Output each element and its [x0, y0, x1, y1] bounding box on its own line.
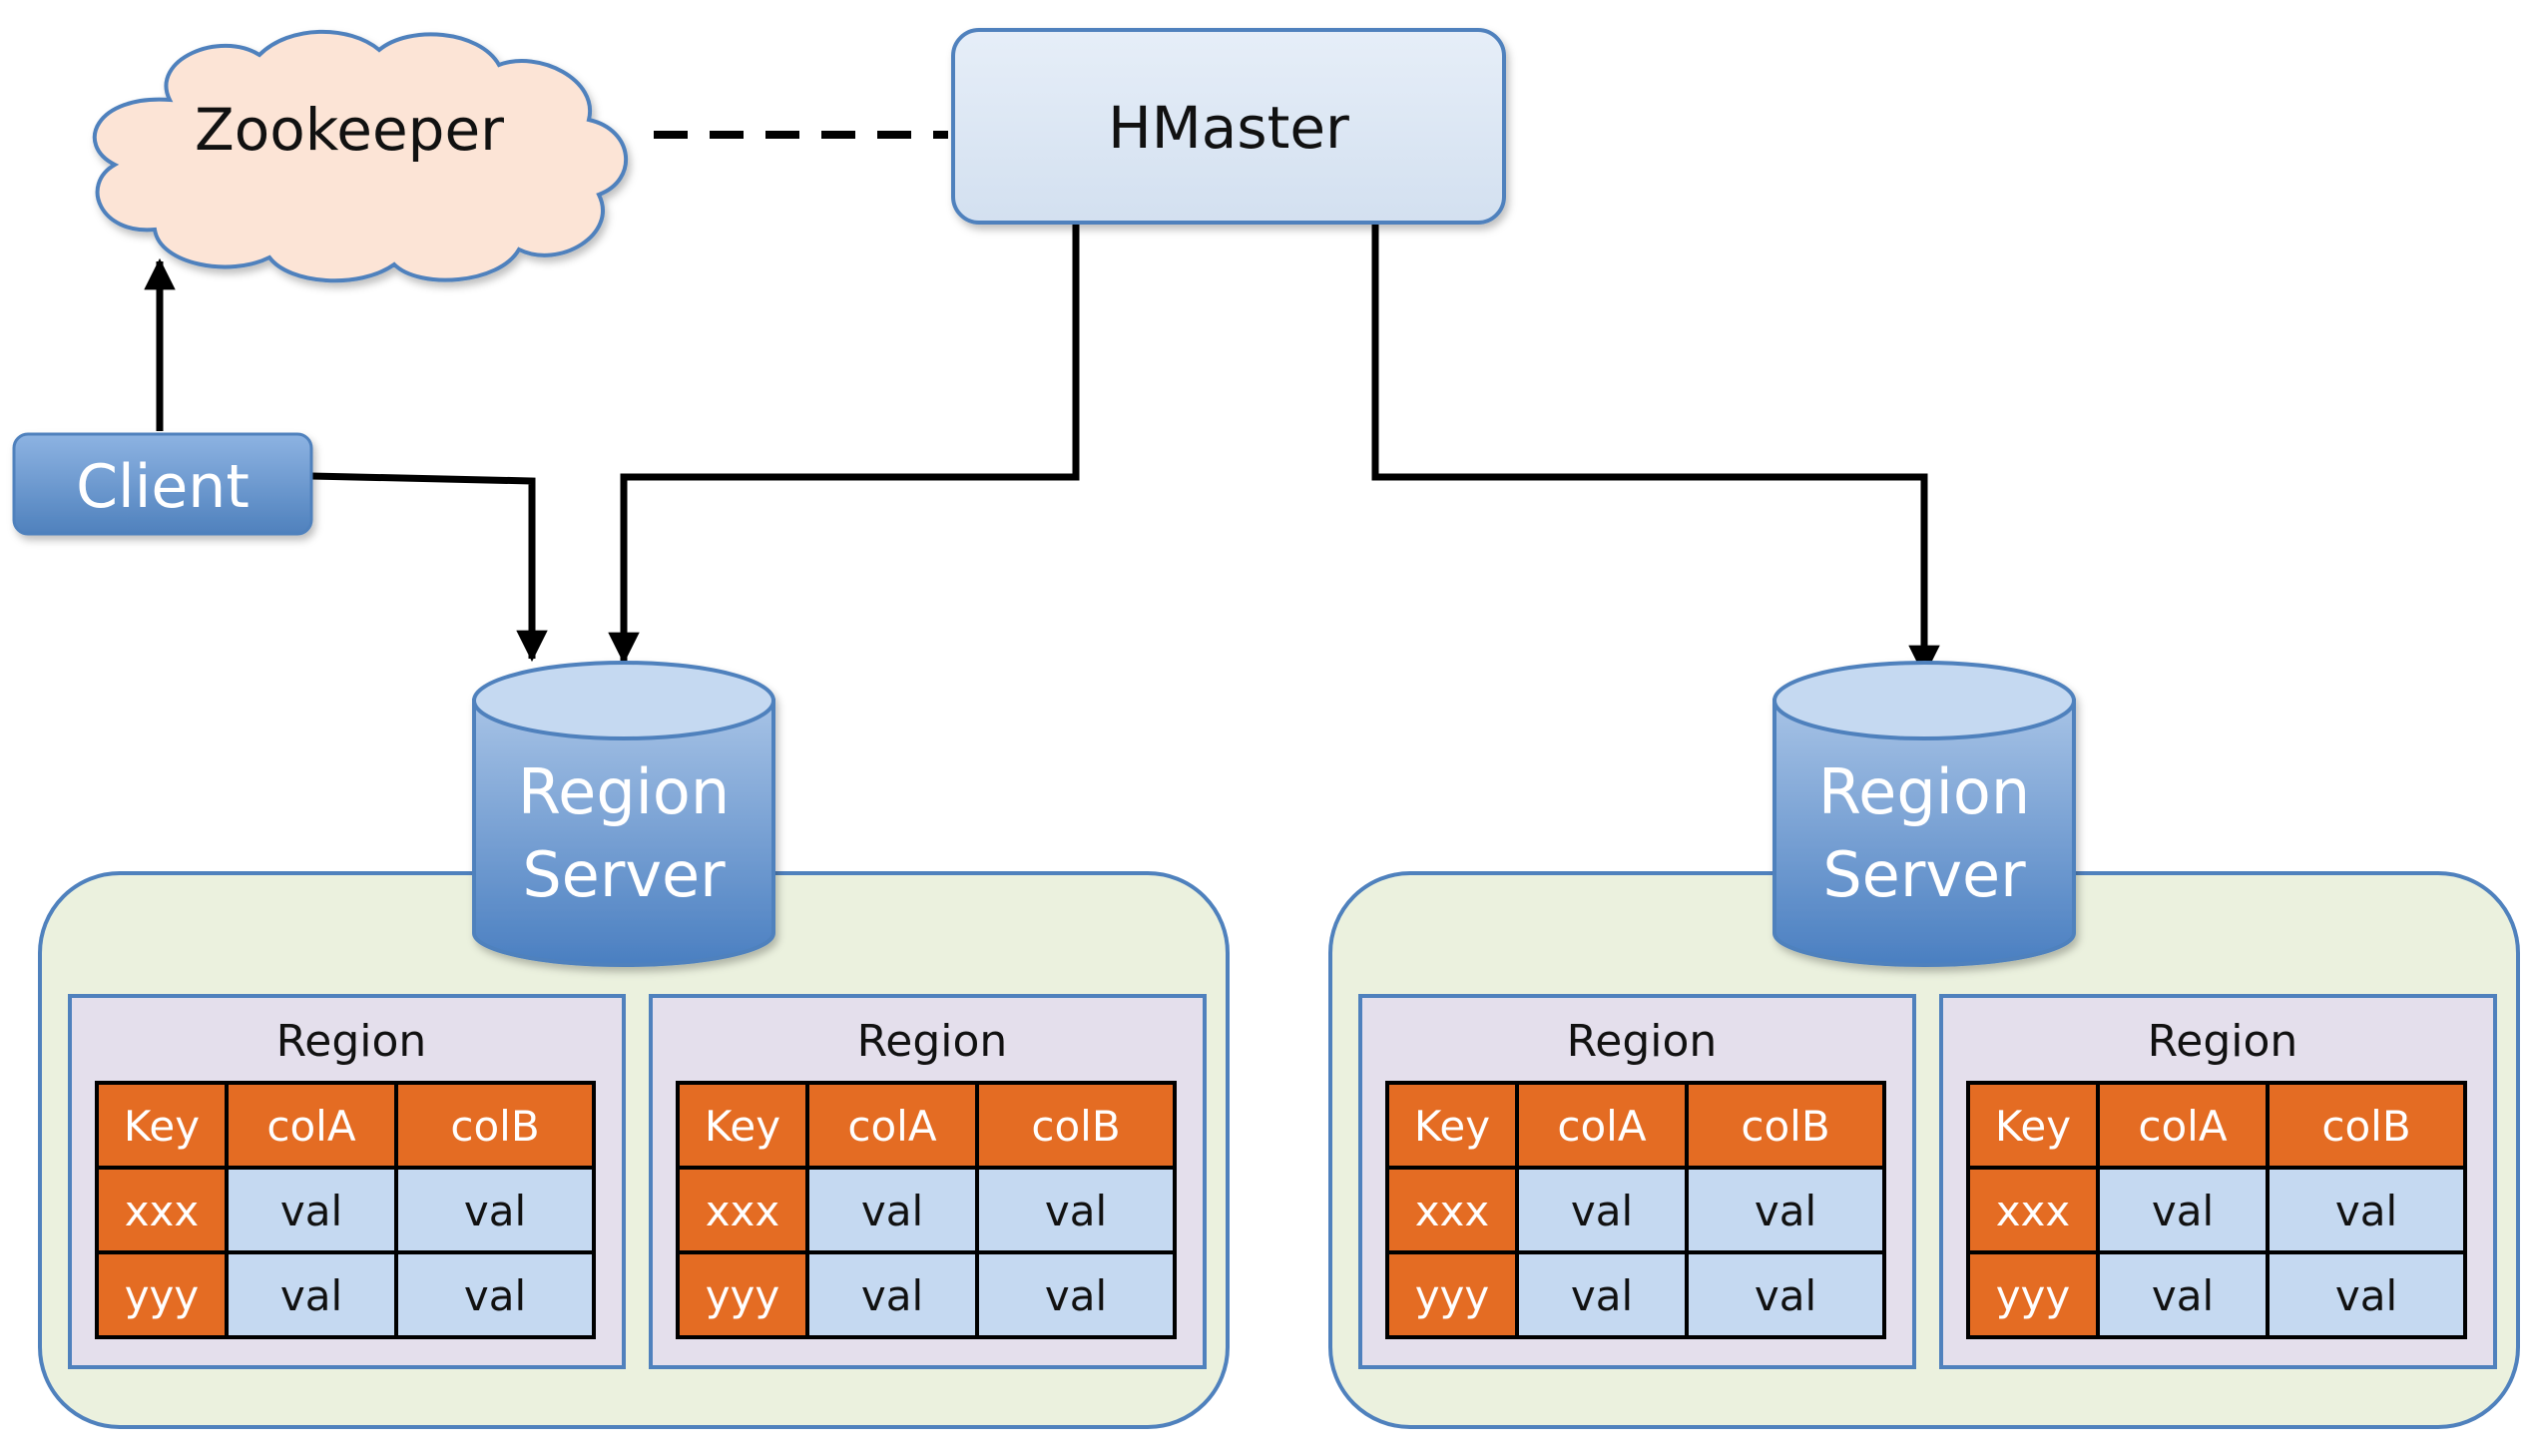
zookeeper-label: Zookeeper	[195, 96, 504, 164]
table-value-cell: val	[280, 1187, 342, 1235]
table-header-cola: colA	[266, 1102, 355, 1151]
hmaster-to-region-server-1-arrow	[608, 225, 1080, 665]
hmaster-node	[951, 28, 1506, 225]
region-server-group-1: Region Server Region Key colA colB xxx v…	[38, 661, 1230, 1429]
region-server-group-2: Region Server Region Key colA colB xxx v…	[1328, 661, 2520, 1429]
table-value-cell: val	[464, 1271, 526, 1320]
table-header-colb: colB	[450, 1102, 539, 1151]
table-key-cell: yyy	[706, 1271, 780, 1320]
region-2-1: Region Key colA colB xxx val val yyy val…	[1358, 994, 1916, 1369]
table-value-cell: val	[280, 1271, 342, 1320]
hmaster-label: HMaster	[1108, 94, 1349, 162]
table-value-cell: val	[464, 1187, 526, 1235]
region-1-2: Region Key colA colB xxx val val yyy val…	[649, 994, 1207, 1369]
table-value-cell: val	[1045, 1271, 1107, 1320]
cloud-icon	[92, 29, 628, 283]
region-server-1-cylinder	[472, 661, 775, 967]
table-value-cell: val	[2335, 1271, 2397, 1320]
region-1-1: Region Key colA colB xxx val val yyy val…	[68, 994, 626, 1369]
table-header-cola: colA	[2138, 1102, 2227, 1151]
table-key-cell: xxx	[1415, 1187, 1490, 1235]
hmaster-to-region-server-2-arrow	[1371, 225, 1940, 678]
client-label: Client	[76, 452, 250, 522]
table-value-cell: val	[1755, 1271, 1816, 1320]
region-title: Region	[1567, 1016, 1718, 1067]
table-header-cola: colA	[1557, 1102, 1646, 1151]
table-key-cell: xxx	[1996, 1187, 2071, 1235]
zookeeper-node	[92, 29, 628, 283]
table-key-cell: yyy	[125, 1271, 200, 1320]
table-value-cell: val	[2152, 1271, 2214, 1320]
table-header-key: Key	[124, 1102, 200, 1151]
region-table	[1966, 1081, 2467, 1339]
table-header-colb: colB	[1741, 1102, 1829, 1151]
region-server-2-label-line1: Region	[1818, 755, 2030, 828]
region-server-2-label-line2: Server	[1822, 838, 2026, 911]
table-header-key: Key	[1414, 1102, 1490, 1151]
table-value-cell: val	[2152, 1187, 2214, 1235]
table-header-key: Key	[705, 1102, 780, 1151]
region-table	[1385, 1081, 1886, 1339]
table-key-cell: xxx	[706, 1187, 780, 1235]
table-header-cola: colA	[847, 1102, 936, 1151]
region-table	[676, 1081, 1177, 1339]
table-value-cell: val	[2335, 1187, 2397, 1235]
table-key-cell: yyy	[1415, 1271, 1490, 1320]
region-server-2-cylinder	[1772, 661, 2076, 967]
table-value-cell: val	[861, 1187, 923, 1235]
table-key-cell: xxx	[125, 1187, 200, 1235]
region-server-1-label-line1: Region	[518, 755, 730, 828]
region-title: Region	[276, 1016, 427, 1067]
table-value-cell: val	[861, 1271, 923, 1320]
table-value-cell: val	[1571, 1271, 1633, 1320]
region-table	[95, 1081, 596, 1339]
region-server-1-label-line2: Server	[522, 838, 726, 911]
table-value-cell: val	[1045, 1187, 1107, 1235]
table-header-key: Key	[1995, 1102, 2071, 1151]
table-value-cell: val	[1571, 1187, 1633, 1235]
table-value-cell: val	[1755, 1187, 1816, 1235]
client-to-region-server-arrow	[310, 472, 548, 663]
table-header-colb: colB	[2321, 1102, 2410, 1151]
table-header-colb: colB	[1031, 1102, 1120, 1151]
region-title: Region	[857, 1016, 1008, 1067]
client-node	[12, 432, 313, 536]
region-title: Region	[2148, 1016, 2298, 1067]
table-key-cell: yyy	[1996, 1271, 2071, 1320]
region-2-2: Region Key colA colB xxx val val yyy val…	[1939, 994, 2497, 1369]
